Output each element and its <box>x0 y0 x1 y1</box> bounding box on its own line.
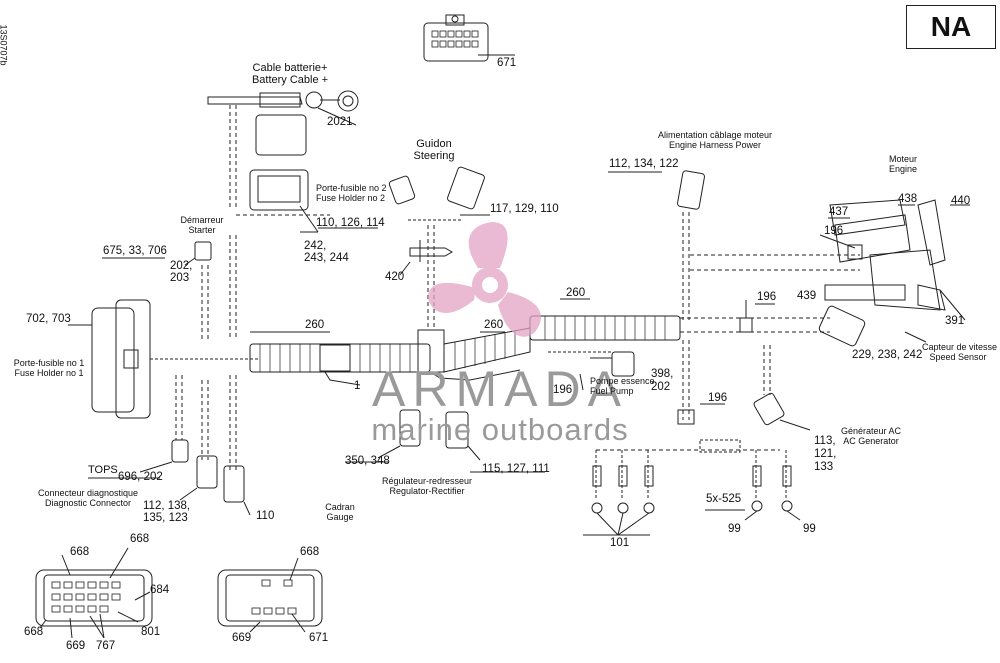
callout-391: 391 <box>945 315 965 327</box>
engine-module <box>824 199 966 321</box>
callout-117-129-110: 117, 129, 110 <box>490 203 559 215</box>
callout-leaders <box>88 171 970 479</box>
callout-684: 684 <box>150 584 170 596</box>
region-box: NA <box>906 5 996 49</box>
callout-2021: 2021 <box>327 116 353 128</box>
callout-196-mid: 196 <box>757 291 777 303</box>
callout-440: 440 <box>951 195 971 207</box>
callout-133: 133 <box>814 461 834 473</box>
callout-668-d: 668 <box>24 626 44 638</box>
callout-668-c: 668 <box>300 546 320 558</box>
callout-99-a: 99 <box>728 523 741 535</box>
callout-115-127-111: 115, 127, 111 <box>482 463 550 475</box>
terminal-group <box>583 439 801 536</box>
callout-135-123: 135, 123 <box>143 512 188 524</box>
callout-801: 801 <box>141 626 161 638</box>
callout-702-703: 702, 703 <box>26 313 71 325</box>
callout-260-left: 260 <box>305 319 325 331</box>
battery-cable <box>207 90 359 126</box>
callout-439: 439 <box>797 290 817 302</box>
callout-668-b: 668 <box>130 533 150 545</box>
ecu-connector <box>35 547 153 639</box>
speed-sensor <box>739 300 866 347</box>
callout-196-pump: 196 <box>553 384 573 396</box>
callout-203: 203 <box>170 272 190 284</box>
callout-671-b: 671 <box>309 632 329 644</box>
callout-696-202: 696, 202 <box>118 471 163 483</box>
callout-121: 121, <box>814 448 837 460</box>
callout-113: 113, <box>814 435 836 447</box>
callout-110-126-114: 110, 126, 114 <box>316 217 385 229</box>
diagnostic-connectors <box>139 439 251 516</box>
steering-branch <box>388 166 485 330</box>
gauge-connector <box>217 557 323 633</box>
callout-767: 767 <box>96 640 116 652</box>
callout-398: 398, <box>651 368 674 380</box>
callout-260-center: 260 <box>484 319 504 331</box>
callout-669-a: 669 <box>66 640 86 652</box>
callout-196-engine: 196 <box>824 225 844 237</box>
callout-1: 1 <box>354 380 361 392</box>
callout-112-134-122: 112, 134, 122 <box>609 158 679 170</box>
callout-243-244: 243, 244 <box>304 252 349 264</box>
watermark-subtitle: marine outboards <box>371 412 629 447</box>
callout-101: 101 <box>610 537 630 549</box>
callout-229-238-242: 229, 238, 242 <box>852 349 923 361</box>
callout-196-lower: 196 <box>708 392 728 404</box>
callout-350-348: 350, 348 <box>345 455 390 467</box>
callout-99-b: 99 <box>803 523 816 535</box>
connector-671-top <box>423 14 515 62</box>
watermark-name: ARMADA <box>372 361 628 417</box>
starter-connector <box>184 241 212 266</box>
callout-242: 242, <box>304 240 327 252</box>
callout-668-a: 668 <box>70 546 90 558</box>
callout-438: 438 <box>898 193 918 205</box>
fuse-holder-1 <box>68 299 260 419</box>
fuel-pump <box>548 351 635 391</box>
callout-437: 437 <box>829 206 849 218</box>
ac-generator <box>753 345 811 431</box>
fuse-holder-2 <box>249 114 319 233</box>
regulator-connectors <box>377 409 481 461</box>
callout-110: 110 <box>256 510 275 522</box>
watermark-text: ARMADA marine outboards <box>340 360 660 448</box>
callout-669-b: 669 <box>232 632 252 644</box>
main-harness <box>249 315 681 386</box>
engine-power-branch <box>677 170 860 425</box>
callout-202: 202, <box>170 260 193 272</box>
callout-671-top: 671 <box>497 57 517 69</box>
drawing-code: 13S0707b <box>0 24 9 66</box>
callout-112-138: 112, 138, <box>143 500 191 512</box>
callout-675-33-706: 675, 33, 706 <box>103 245 167 257</box>
callout-420: 420 <box>385 271 405 283</box>
vertical-harness-left <box>175 105 330 470</box>
tops-label: TOPS <box>88 464 118 476</box>
callout-260-right: 260 <box>566 287 586 299</box>
callout-398-202: 202 <box>651 381 671 393</box>
battery-cable-label: Cable batterie+Battery Cable + <box>251 62 329 86</box>
callout-5x-525: 5x-525 <box>706 493 742 505</box>
